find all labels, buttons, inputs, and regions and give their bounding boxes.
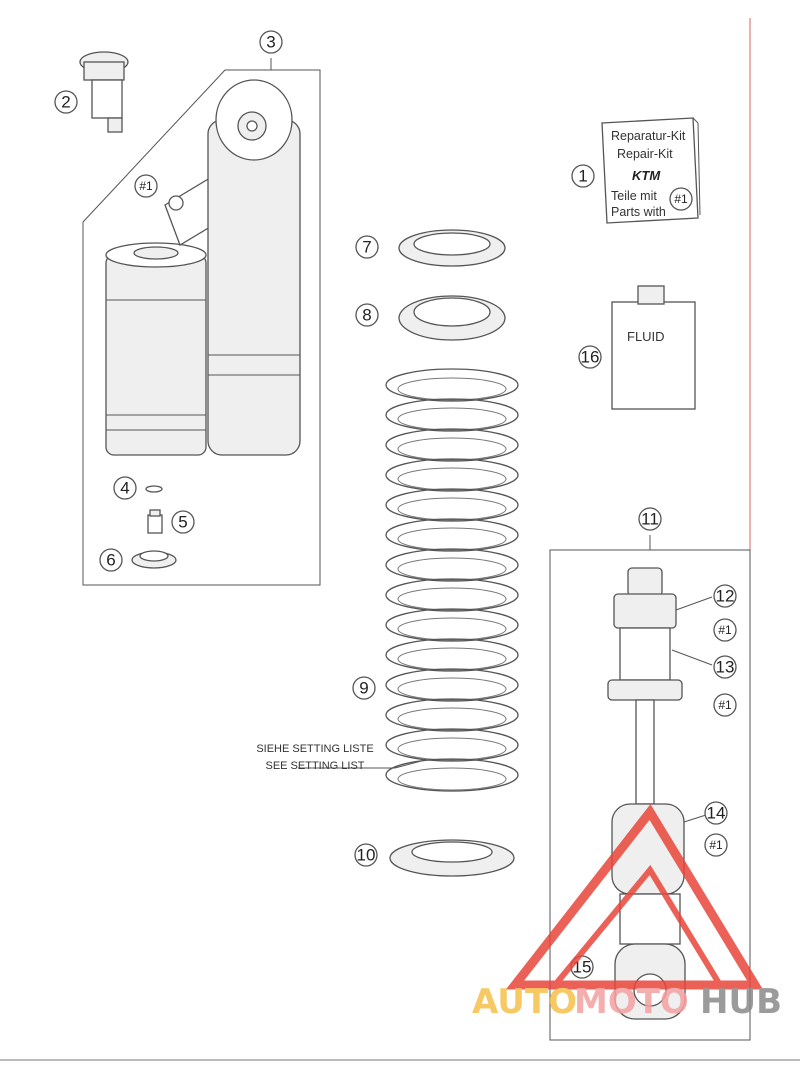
spring-coil-inner [397,737,507,761]
spring-coil [385,728,519,762]
watermark-text-auto: AUTO [472,982,577,1022]
spring-coil [385,608,519,642]
spring-coil [385,638,519,672]
ref-mark-body: #1 [139,179,153,193]
callout-12: 12 [716,587,735,606]
watermark-text-moto: MOTO [574,982,689,1022]
spring-coil [385,698,519,732]
spring-coil-inner [397,497,507,521]
repair-kit-line4: Parts with [611,205,666,219]
spring-coil-inner [397,437,507,461]
watermark-logo: AUTO MOTO HUB [472,804,782,1022]
spring-coil [385,428,519,462]
spring-coil-inner [397,707,507,731]
damper-rod-group [549,535,751,1041]
ref-mark-14: #1 [709,838,723,852]
setting-note-en: SEE SETTING LIST [265,760,364,772]
ref-mark-13: #1 [718,698,732,712]
callout-6: 6 [106,551,115,570]
repair-kit-line2: Repair-Kit [617,147,673,161]
callout-7: 7 [362,238,371,257]
spring-coil [385,398,519,432]
setting-note-de: SIEHE SETTING LISTE [256,743,373,755]
spring-coil [385,548,519,582]
callout-2: 2 [61,93,70,112]
spring-coil [385,668,519,702]
callout-5: 5 [178,513,187,532]
repair-kit-line3: Teile mit [611,189,657,203]
spring-coil-inner [397,767,507,791]
spring-coil [385,488,519,522]
callout-11: 11 [641,510,659,529]
spring-coil [385,578,519,612]
shock-body-group [82,58,321,586]
ref-mark-kit: #1 [674,192,688,206]
valve-cap-part [79,51,129,133]
spring-washer [389,839,515,877]
callout-1: 1 [578,167,587,186]
callout-9: 9 [359,679,368,698]
watermark-text-hub: HUB [700,982,782,1022]
spring-coil [385,518,519,552]
spring-coil [385,458,519,492]
fluid-bottle [611,285,696,410]
spring-coil-inner [397,467,507,491]
callout-8: 8 [362,306,371,325]
ref-mark-12: #1 [718,623,732,637]
callout-3: 3 [266,33,275,52]
spring-coil [385,758,519,792]
spring-coil-inner [397,587,507,611]
leader-lines [298,596,713,823]
spring-coil-inner [397,527,507,551]
spring-retainer-rings [398,229,506,341]
callout-4: 4 [120,479,129,498]
spring-coil-inner [397,647,507,671]
callout-13: 13 [716,658,735,677]
coil-spring [385,368,519,792]
fluid-label: FLUID [627,329,665,344]
spring-coil-inner [397,557,507,581]
repair-kit-brand: KTM [632,168,661,183]
callout-10: 10 [357,846,376,865]
callout-14: 14 [707,804,726,823]
spring-coil-inner [397,677,507,701]
spring-coil-inner [397,407,507,431]
spring-coil [385,368,519,402]
spring-coil-inner [397,377,507,401]
repair-kit-line1: Reparatur-Kit [611,129,686,143]
spring-coil-inner [397,617,507,641]
callout-16: 16 [581,348,600,367]
